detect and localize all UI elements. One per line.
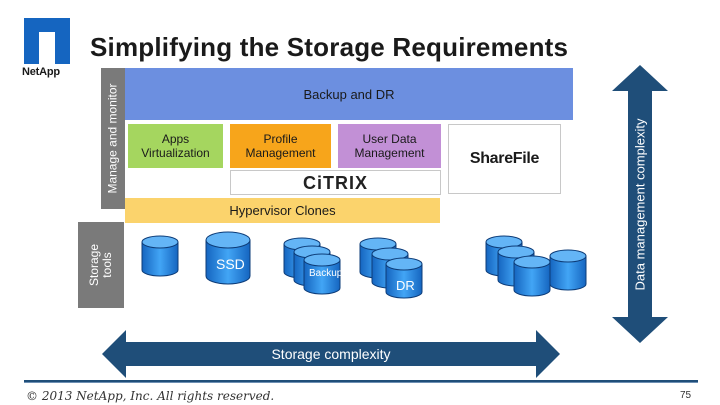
manage-and-monitor-label: Manage and monitor [101, 68, 125, 209]
sharefile-box: ShareFile [448, 124, 561, 194]
data-management-complexity-arrow [612, 65, 668, 343]
hypervisor-clones-layer: Hypervisor Clones [125, 198, 440, 223]
backup-and-dr-layer: Backup and DR [125, 68, 573, 120]
storage-tools-label: Storage tools [78, 222, 124, 308]
dr-label: DR [396, 278, 415, 293]
data-management-complexity-label: Data management complexity [632, 118, 648, 290]
hypervisor-clones-label: Hypervisor Clones [229, 202, 336, 218]
page-title: Simplifying the Storage Requirements [90, 32, 569, 62]
backup-label: Backup [309, 268, 343, 279]
backup-and-dr-label: Backup and DR [303, 86, 395, 102]
page-number: 75 [680, 390, 692, 401]
profile-management-box: Profile Management [230, 124, 331, 168]
cylinder-right-3 [513, 255, 551, 297]
cylinder-1 [141, 235, 179, 277]
citrix-logo: CiTRIX [302, 172, 368, 193]
logo-text: NetApp [22, 66, 60, 78]
profile-management-label: Profile Management [245, 132, 316, 160]
user-data-management-label: User Data Management [354, 132, 425, 160]
citrix-box: CiTRIX [230, 170, 441, 195]
netapp-logo: NetApp [22, 18, 72, 80]
user-data-management-box: User Data Management [338, 124, 441, 168]
storage-complexity-arrow [102, 330, 560, 378]
copyright-text: © 2013 NetApp, Inc. All rights reserved. [26, 389, 275, 403]
sharefile-logo: ShareFile [469, 150, 540, 167]
apps-virtualization-box: Apps Virtualization [128, 124, 223, 168]
ssd-label: SSD [216, 256, 245, 272]
storage-complexity-label: Storage complexity [271, 346, 391, 362]
netapp-logo-icon [24, 18, 70, 64]
cylinder-right-4 [549, 249, 587, 291]
footer-divider [24, 380, 698, 383]
apps-virtualization-label: Apps Virtualization [141, 132, 210, 160]
